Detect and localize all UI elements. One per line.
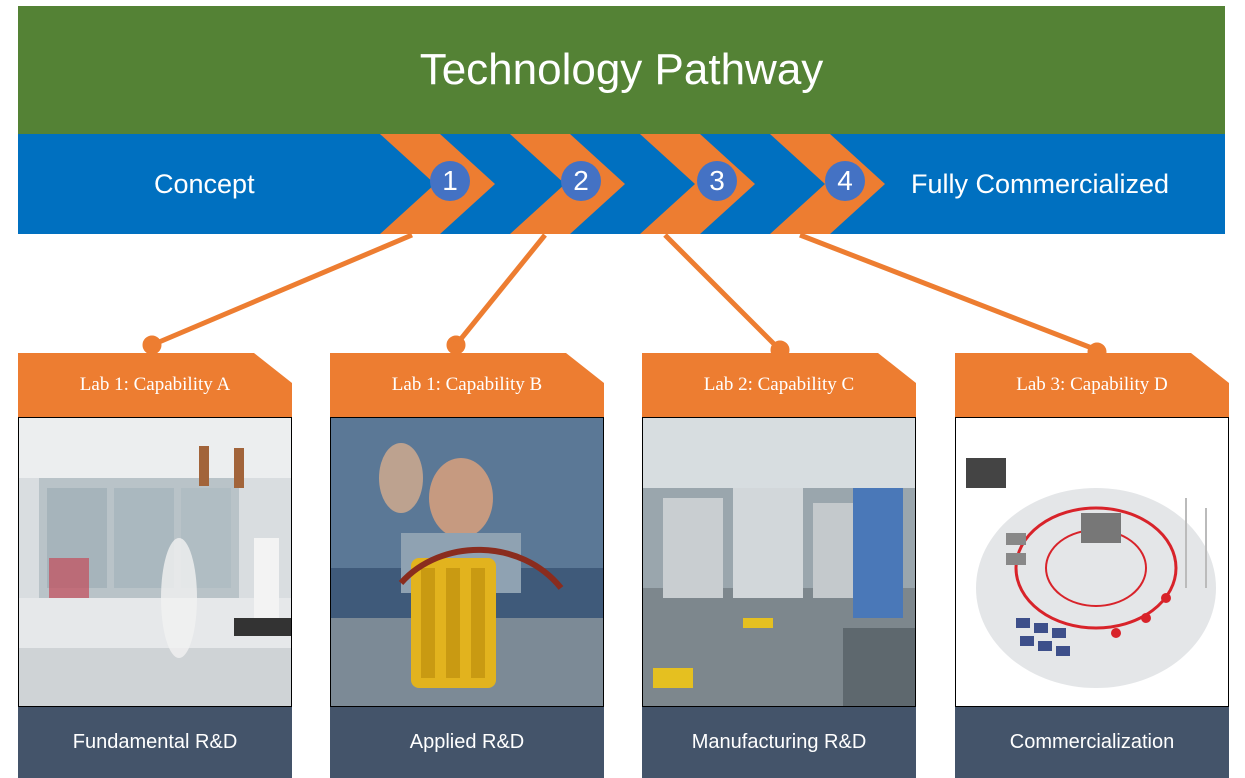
card-header: Lab 3: Capability D (955, 353, 1229, 417)
connector-line-2 (454, 233, 547, 347)
battery-test-photo (330, 417, 604, 707)
card-header-label: Lab 2: Capability C (703, 374, 855, 395)
stage-end-label: Fully Commercialized (911, 169, 1170, 199)
card-footer-label: Applied R&D (409, 731, 525, 753)
card-header-label: Lab 1: Capability B (391, 374, 543, 395)
card-header: Lab 2: Capability C (642, 353, 916, 417)
card-footer-label: Commercialization (1009, 731, 1175, 753)
capability-card-a: Lab 1: Capability A Fundamental R&D (18, 353, 292, 778)
card-header-label: Lab 3: Capability D (1016, 374, 1168, 395)
card-footer-label: Fundamental R&D (72, 731, 238, 753)
capability-card-b: Lab 1: Capability B Applied R&D (330, 353, 604, 778)
card-footer-label: Manufacturing R&D (691, 731, 867, 753)
card-footer: Commercialization (955, 707, 1229, 778)
connector-dot-1 (142, 335, 162, 355)
title-banner: Technology Pathway (18, 6, 1225, 134)
step-badge-3: 3 (697, 161, 737, 201)
capability-card-c: Lab 2: Capability C Manufacturing R&D (642, 353, 916, 778)
card-header: Lab 1: Capability B (330, 353, 604, 417)
connector-line-3 (663, 233, 782, 352)
step-badge-4: 4 (825, 161, 865, 201)
pathway-bar: Concept Fully Commercialized (18, 134, 1225, 234)
card-footer: Fundamental R&D (18, 707, 292, 778)
card-footer: Applied R&D (330, 707, 604, 778)
chemistry-lab-photo (18, 417, 292, 707)
manufacturing-floor-photo (642, 417, 916, 707)
connector-dot-2 (446, 335, 466, 355)
card-header: Lab 1: Capability A (18, 353, 292, 417)
energy-system-diagram-photo (955, 417, 1229, 707)
card-footer: Manufacturing R&D (642, 707, 916, 778)
connector-line-4 (799, 232, 1098, 353)
page-title: Technology Pathway (419, 45, 824, 94)
step-badge-2: 2 (561, 161, 601, 201)
card-header-label: Lab 1: Capability A (79, 374, 231, 395)
capability-card-d: Lab 3: Capability D (955, 353, 1229, 778)
connector-line-1 (151, 232, 413, 348)
stage-start-label: Concept (154, 169, 255, 199)
step-badge-1: 1 (430, 161, 470, 201)
